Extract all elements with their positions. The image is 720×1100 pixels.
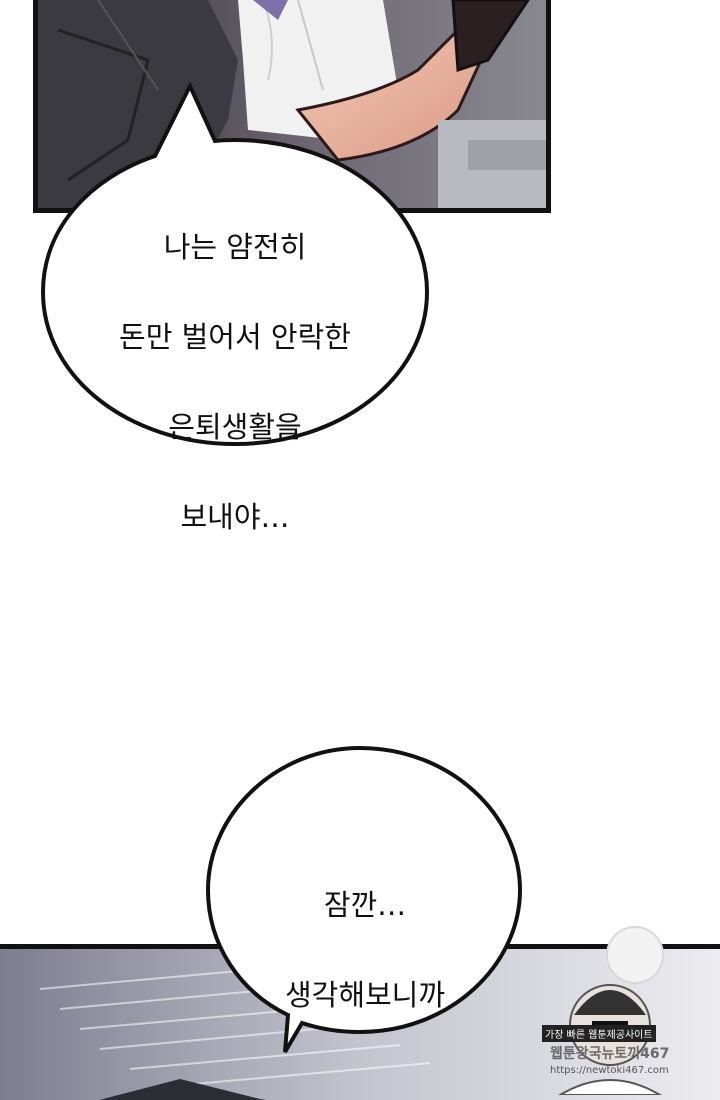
bubble-line: 생각해보니까 [284, 978, 446, 1012]
bubble-line: 나는 얌전히 [163, 230, 307, 264]
watermark-line1: 가장 빠른 웹툰제공사이트 [542, 1025, 656, 1042]
watermark-line2: 웹툰왕국뉴토끼467 [550, 1046, 670, 1062]
top-comic-panel [33, 0, 551, 213]
speech-bubble-first [40, 81, 430, 447]
watermark: 가장 빠른 웹툰제공사이트 웹툰왕국뉴토끼467 https://newtoki… [540, 915, 715, 1096]
speech-bubble-second-text: 잠깐… 생각해보니까 [215, 838, 515, 1063]
watermark-line3: https://newtoki467.com [550, 1065, 669, 1076]
bubble-line: 잠깐… [323, 888, 407, 922]
bubble-line: 돈만 벌어서 안락한 [119, 320, 351, 354]
speech-bubble-first-text: 나는 얌전히 돈만 벌어서 안락한 은퇴생활을 보내야… [60, 180, 410, 585]
bubble-line: 보내야… [180, 500, 290, 534]
bubble-line: 은퇴생활을 [168, 410, 302, 444]
speech-bubble-second [205, 745, 523, 1054]
